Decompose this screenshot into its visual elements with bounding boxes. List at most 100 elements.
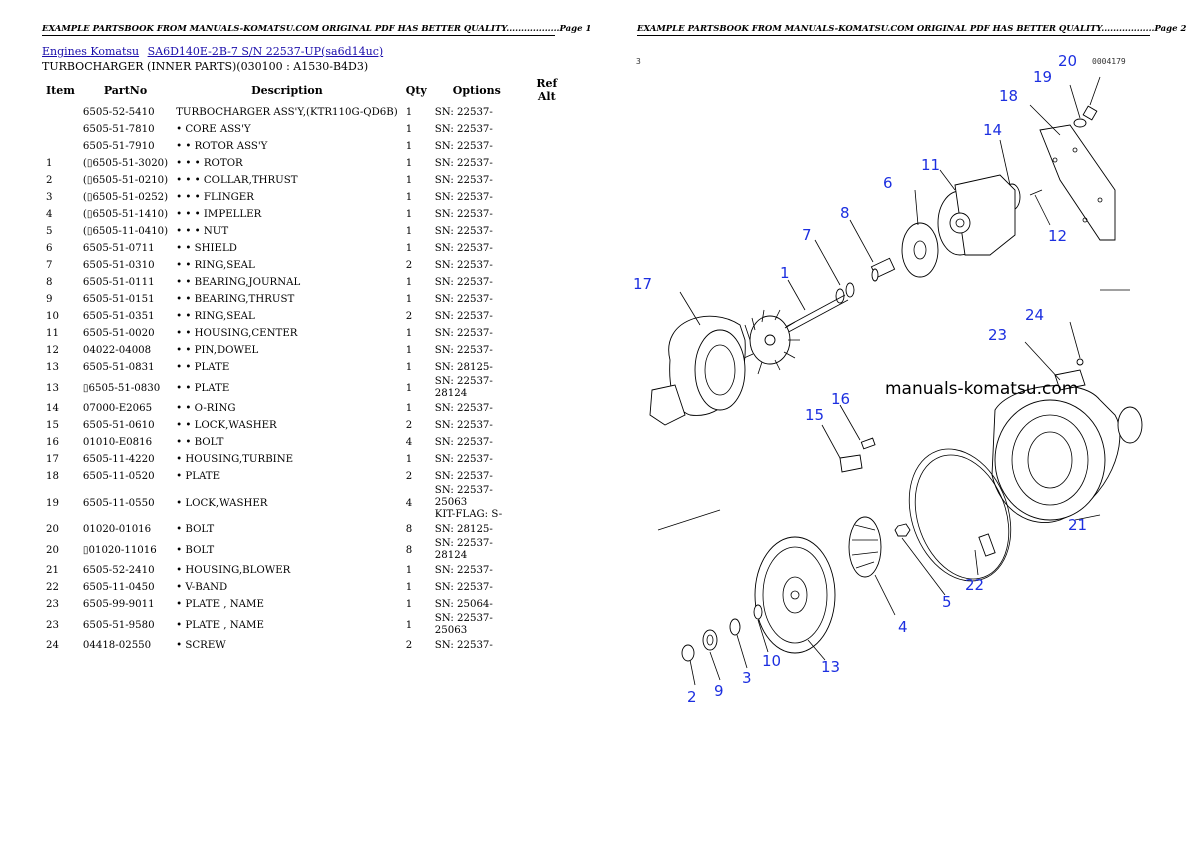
parts-table-body: 6505-52-5410 TURBOCHARGER ASS'Y,(KTR110G-…: [42, 104, 571, 654]
part-number: 6505-51-0351: [82, 311, 155, 322]
ref-alt: [523, 434, 571, 451]
col-item-header: Item: [46, 83, 75, 97]
part-options: SN: 22537-: [434, 276, 493, 288]
callout-7: 7: [802, 226, 812, 244]
part-number: (▯6505-51-3020): [82, 158, 169, 169]
part-options: SN: 22537-: [434, 564, 493, 576]
part-description: • V-BAND: [176, 582, 228, 593]
callout-12: 12: [1048, 227, 1067, 245]
callout-8: 8: [840, 204, 850, 222]
breadcrumb-link-model[interactable]: SA6D140E-2B-7 S/N 22537-UP(sa6d14uc): [147, 45, 384, 58]
ref-alt: [523, 637, 571, 654]
thrust-bearing-graphic: [702, 629, 718, 651]
callout-18: 18: [999, 87, 1018, 105]
callout-14: 14: [983, 121, 1002, 139]
part-quantity: 1: [405, 107, 413, 118]
part-options: SN: 22537-25063 KIT-FLAG: S-: [434, 485, 503, 520]
part-options: SN: 22537-: [434, 581, 493, 593]
part-quantity: 1: [405, 277, 413, 288]
breadcrumb-link-engines[interactable]: Engines Komatsu: [42, 45, 140, 58]
part-number: 6505-51-0020: [82, 328, 155, 339]
part-description: • • RING,SEAL: [176, 260, 255, 271]
part-number: 01020-01016: [82, 524, 152, 535]
part-number: 6505-51-9580: [82, 619, 155, 631]
part-options: SN: 22537-: [434, 327, 493, 339]
col-partno-header: PartNo: [103, 83, 148, 97]
part-number: 6505-99-9011: [82, 599, 155, 610]
seal-ring-graphic: [835, 282, 855, 304]
ref-alt: [523, 104, 571, 121]
part-description: • BOLT: [176, 524, 215, 535]
ref-alt: [523, 274, 571, 291]
part-description: • • O-RING: [176, 403, 236, 414]
part-options: SN: 22537-: [434, 106, 493, 118]
turbine-housing-graphic: [649, 315, 746, 426]
part-description: • • ROTOR ASS'Y: [176, 141, 268, 152]
part-description: • • • FLINGER: [176, 192, 254, 203]
rotor-graphic: [743, 294, 849, 375]
item-number: 15: [46, 420, 59, 431]
part-description: • CORE ASS'Y: [176, 124, 251, 135]
v-band-graphic: [908, 448, 1012, 582]
item-number: [42, 138, 79, 155]
part-description: TURBOCHARGER ASS'Y,(KTR110G-QD6B): [176, 107, 398, 118]
part-quantity: 1: [405, 382, 413, 394]
callout-19: 19: [1033, 68, 1052, 86]
item-number: 5: [46, 226, 53, 237]
part-description: • PLATE: [176, 471, 221, 482]
part-description: • BOLT: [176, 544, 215, 556]
dowel-pin-graphic: [1029, 189, 1043, 196]
item-number: 20: [46, 524, 59, 535]
part-quantity: 2: [405, 311, 413, 322]
item-number: 13: [46, 362, 59, 373]
ref-alt: [523, 291, 571, 308]
part-options: SN: 22537-: [434, 293, 493, 305]
part-quantity: 1: [405, 454, 413, 465]
diagram-page: EXAMPLE PARTSBOOK FROM MANUALS-KOMATSU.C…: [595, 0, 1190, 842]
part-number: 6505-52-2410: [82, 565, 155, 576]
callout-22: 22: [965, 576, 984, 594]
ref-alt: [523, 485, 571, 521]
part-options: SN: 22537-: [434, 453, 493, 465]
part-options: SN: 22537-: [434, 123, 493, 135]
part-description: • • • COLLAR,THRUST: [176, 175, 298, 186]
part-number: 6505-11-0520: [82, 471, 155, 482]
part-number: 6505-51-0151: [82, 294, 155, 305]
part-description: • • PLATE: [176, 382, 230, 394]
part-options: SN: 22537-: [434, 140, 493, 152]
item-number: 12: [46, 345, 59, 356]
part-options: SN: 25064-: [434, 598, 493, 610]
ref-alt: [523, 451, 571, 468]
col-description-header: Description: [251, 83, 323, 97]
part-quantity: 8: [405, 544, 413, 556]
item-number: [42, 104, 79, 121]
callout-9: 9: [714, 682, 724, 700]
part-number: 6505-52-5410: [82, 107, 155, 118]
ref-alt: [523, 468, 571, 485]
callout-3: 3: [742, 669, 752, 687]
item-number: 8: [46, 277, 53, 288]
parts-list-page: EXAMPLE PARTSBOOK FROM MANUALS-KOMATSU.C…: [42, 24, 591, 654]
part-quantity: 4: [405, 437, 413, 448]
callout-24: 24: [1025, 306, 1044, 324]
section-title: TURBOCHARGER (INNER PARTS)(030100 : A153…: [42, 60, 369, 73]
ref-alt: [523, 138, 571, 155]
name-plate-graphic: [1054, 358, 1086, 391]
part-description: • SCREW: [176, 640, 226, 651]
seal-ring-graphic: [753, 604, 763, 620]
part-description: • • HOUSING,CENTER: [176, 328, 298, 339]
part-options: SN: 22537-: [434, 225, 493, 237]
item-number: 9: [46, 294, 53, 305]
part-number: 6505-51-0310: [82, 260, 155, 271]
